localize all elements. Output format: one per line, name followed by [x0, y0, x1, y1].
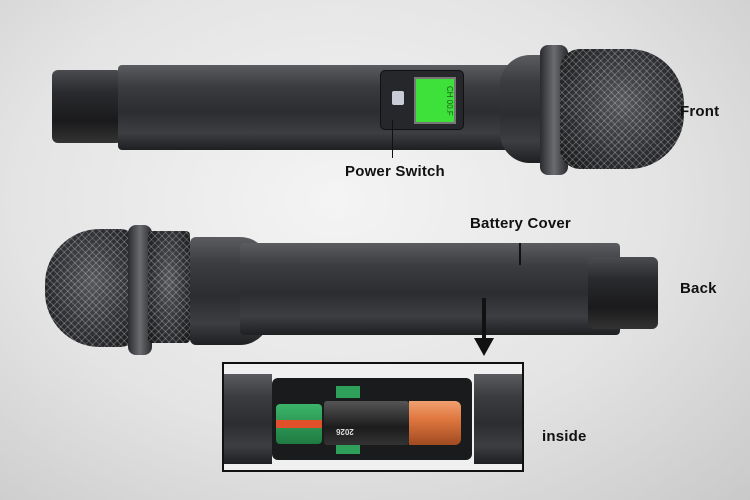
- back-microphone: [40, 225, 670, 355]
- front-grille: [560, 49, 684, 169]
- inside-arrow-head: [474, 338, 494, 356]
- inset-left-tube: [224, 374, 272, 464]
- pcb-contact-top: [336, 386, 360, 398]
- lcd-line2: 00.F: [445, 99, 454, 116]
- battery-cover-label: Battery Cover: [470, 215, 571, 232]
- front-end-cap: [52, 70, 122, 143]
- inside-label: inside: [542, 428, 587, 445]
- back-grille: [45, 229, 140, 347]
- battery-date: 2026: [336, 427, 354, 436]
- inside-arrow-shaft: [482, 298, 486, 340]
- battery-black: 2026: [324, 401, 409, 445]
- back-grille-window: [148, 231, 190, 343]
- battery-green: [276, 404, 322, 444]
- pcb-contact-bottom: [336, 444, 360, 454]
- power-button[interactable]: [392, 91, 404, 105]
- inset-right-tube: [474, 374, 522, 464]
- back-label: Back: [680, 280, 717, 297]
- lcd-screen: CH 00.F: [414, 77, 456, 124]
- back-handle: [240, 243, 620, 335]
- front-microphone: CH 00.F: [40, 45, 684, 175]
- power-switch-pointer: [392, 120, 393, 158]
- inside-view-inset: 2026: [222, 362, 524, 472]
- battery-copper: [409, 401, 461, 445]
- front-handle: [118, 65, 528, 150]
- power-switch-label: Power Switch: [345, 163, 445, 180]
- lcd-line1: CH: [445, 85, 454, 98]
- front-label: Front: [680, 103, 720, 120]
- back-end-cap: [588, 257, 658, 329]
- battery-cover-pointer: [519, 243, 521, 265]
